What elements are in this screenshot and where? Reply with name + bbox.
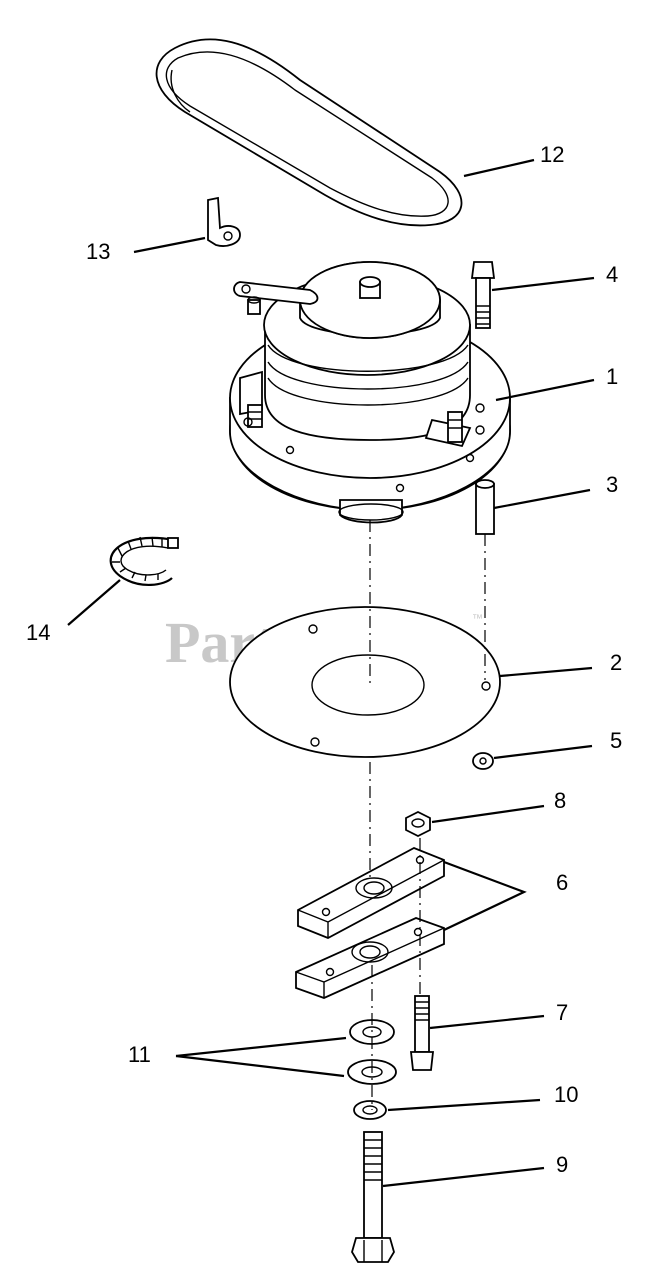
part-nut-8[interactable] <box>405 810 431 838</box>
part-bolt-4[interactable] <box>470 261 496 329</box>
callout-14: 14 <box>26 620 50 645</box>
callout-13: 13 <box>86 239 110 264</box>
callout-2: 2 <box>610 650 622 675</box>
leader-lines <box>67 158 595 1188</box>
callout-10: 10 <box>554 1082 578 1107</box>
part-spacer[interactable] <box>475 479 495 535</box>
part-nut-5[interactable] <box>472 752 494 770</box>
part-bolt-9[interactable] <box>351 1131 395 1263</box>
part-key[interactable] <box>207 196 241 247</box>
callout-12: 12 <box>540 142 564 167</box>
center-lines <box>369 520 486 1110</box>
watermark-trademark: ™ <box>472 613 483 625</box>
callout-4: 4 <box>606 262 618 287</box>
callout-9: 9 <box>556 1152 568 1177</box>
part-bar-upper[interactable] <box>297 847 445 939</box>
part-plate[interactable] <box>229 606 501 758</box>
part-belt[interactable] <box>155 38 463 227</box>
callout-8: 8 <box>554 788 566 813</box>
callout-1: 1 <box>606 364 618 389</box>
part-bar-lower[interactable] <box>295 917 445 999</box>
callout-7: 7 <box>556 1000 568 1025</box>
callout-3: 3 <box>606 472 618 497</box>
callout-5: 5 <box>610 728 622 753</box>
callout-11: 11 <box>128 1042 151 1067</box>
part-bolt-7[interactable] <box>409 995 435 1071</box>
part-retaining-ring[interactable] <box>109 536 179 586</box>
part-lock-washer[interactable] <box>353 1100 387 1120</box>
callout-6: 6 <box>556 870 568 895</box>
part-clutch-assembly[interactable] <box>229 261 511 524</box>
